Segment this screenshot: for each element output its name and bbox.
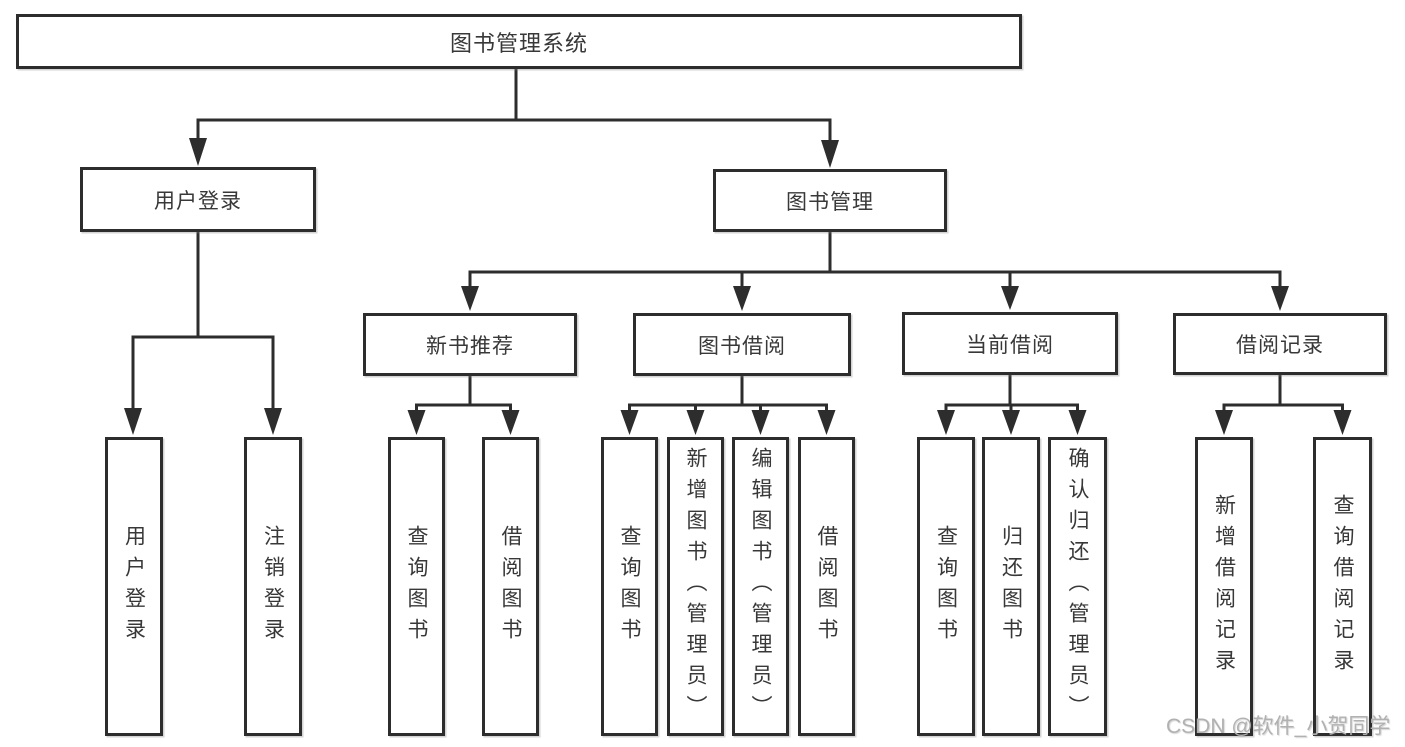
node-book-borrow: 图书借阅 (633, 313, 851, 376)
leaf-label: 新增借阅记录 (1212, 493, 1236, 680)
leaf-label: 新增图书（管理员） (684, 447, 707, 726)
node-current-borrow: 当前借阅 (902, 312, 1118, 375)
leaf-current-return-books: 归还图书 (982, 437, 1040, 736)
leaf-label: 归还图书 (999, 524, 1023, 649)
leaf-records-add-record: 新增借阅记录 (1195, 437, 1253, 736)
connector-borrow (620, 376, 836, 435)
connector-records (1215, 375, 1352, 435)
leaf-label: 查询图书 (405, 524, 428, 649)
leaf-borrow-add-books-admin: 新增图书（管理员） (667, 437, 724, 736)
node-new-book-recommend: 新书推荐 (363, 313, 577, 376)
leaf-label: 编辑图书（管理员） (749, 447, 772, 726)
leaf-logout: 注销登录 (244, 437, 302, 736)
leaf-recommend-query-books: 查询图书 (388, 437, 445, 736)
connector-user-login (124, 232, 282, 435)
leaf-label: 确认归还（管理员） (1066, 447, 1089, 726)
node-borrow-records: 借阅记录 (1173, 313, 1387, 375)
leaf-label: 查询图书 (618, 524, 641, 649)
connector-recommend (407, 376, 520, 435)
leaf-user-login: 用户登录 (105, 437, 163, 736)
leaf-borrow-query-books: 查询图书 (601, 437, 658, 736)
node-user-login: 用户登录 (80, 167, 316, 232)
leaf-current-query-books: 查询图书 (917, 437, 975, 736)
leaf-label: 用户登录 (122, 524, 146, 649)
leaf-records-query-record: 查询借阅记录 (1313, 437, 1372, 736)
leaf-label: 注销登录 (261, 524, 285, 649)
leaf-label: 查询借阅记录 (1331, 493, 1354, 680)
csdn-watermark: CSDN @软件_小贺同学 (1166, 715, 1391, 738)
leaf-borrow-borrow-books: 借阅图书 (798, 437, 855, 736)
node-book-management: 图书管理 (713, 169, 947, 232)
leaf-label: 借阅图书 (499, 524, 522, 649)
connector-current (937, 375, 1087, 435)
leaf-current-confirm-return-admin: 确认归还（管理员） (1048, 437, 1107, 736)
leaf-recommend-borrow-books: 借阅图书 (482, 437, 539, 736)
connector-root (189, 68, 839, 168)
connector-book-management (461, 232, 1289, 311)
node-root-library-system: 图书管理系统 (16, 14, 1022, 69)
leaf-borrow-edit-books-admin: 编辑图书（管理员） (732, 437, 789, 736)
leaf-label: 查询图书 (934, 524, 958, 649)
leaf-label: 借阅图书 (815, 524, 838, 649)
